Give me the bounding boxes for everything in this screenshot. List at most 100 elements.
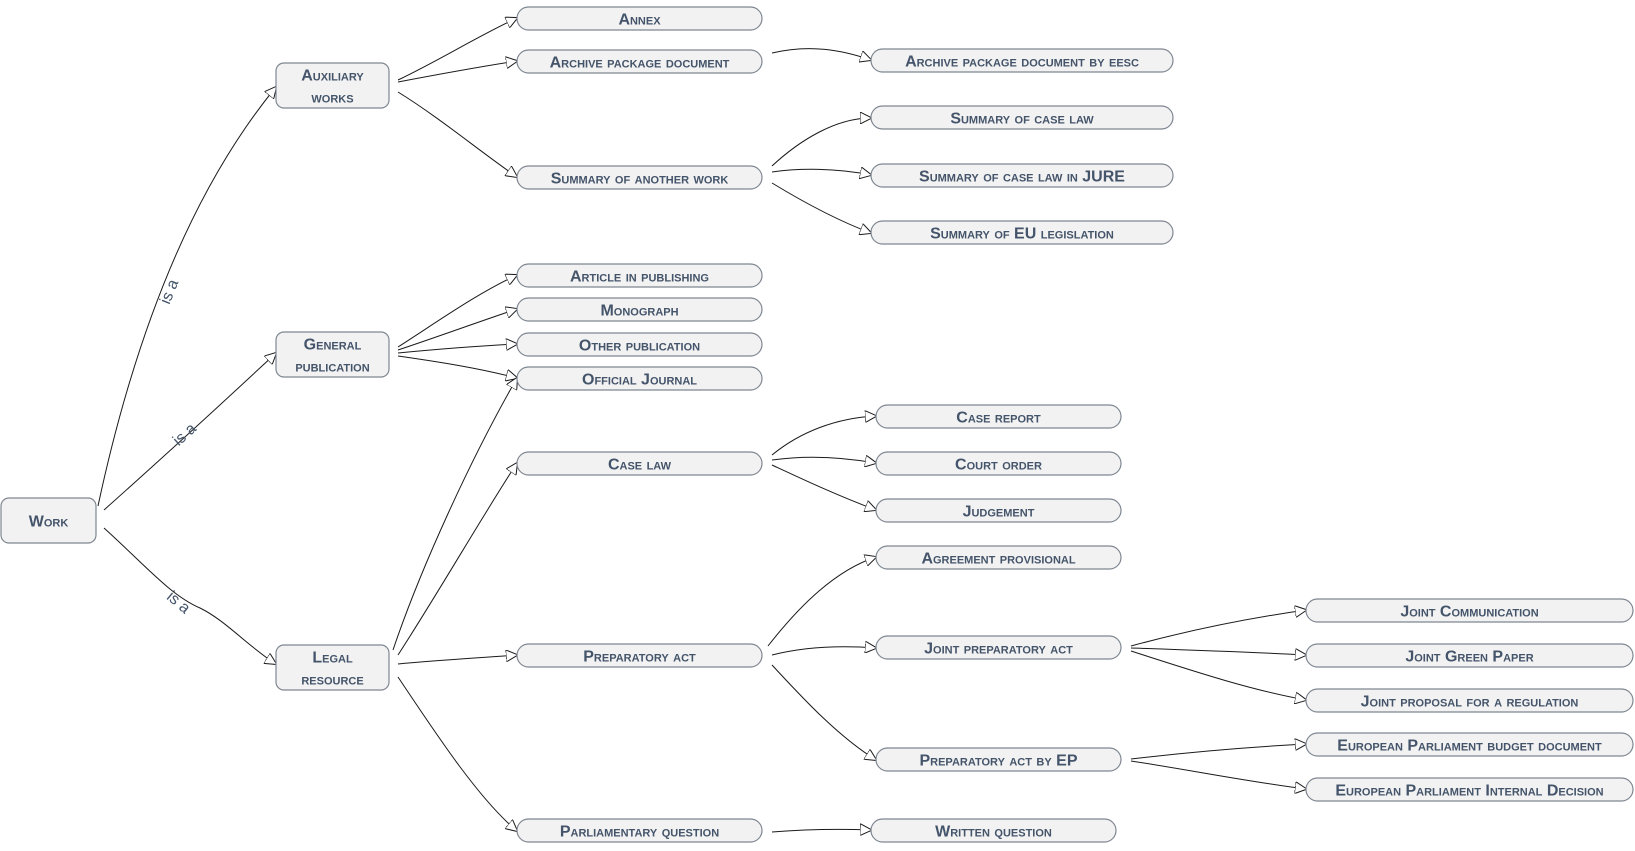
node-judgement: Judgement [875,498,1122,523]
node-label: Work [29,514,69,531]
edge-work-to-legal [103,527,276,664]
node-box [516,297,763,322]
edge-joint_prep-to-joint_green [1130,647,1306,655]
node-parl-question: Parliamentary question [516,818,763,843]
edge-label-work-to-legal: is a [163,588,193,617]
node-label: Preparatory act by EP [919,753,1077,770]
node-label: Judgement [963,504,1035,521]
edge-auxiliary-to-summary_other [397,91,517,177]
node-box [1305,598,1634,623]
edge-prep_act-to-prep_ep [771,664,876,760]
node-box [875,545,1122,570]
node-label: Article in publishing [570,269,709,286]
node-box [870,48,1174,73]
node-box [870,220,1174,245]
node-label: Annex [618,12,661,29]
node-box [516,6,763,31]
node-box [516,165,763,190]
node-box [516,263,763,288]
node-box [275,331,390,378]
edge-case_law-to-judgement [771,464,876,510]
node-ep-budget: European Parliament budget document [1305,732,1634,757]
node-label: Summary of case law [950,111,1094,128]
node-box [1305,688,1634,713]
node-other-pub: Other publication [516,332,763,357]
edge-legal-to-parl_question [397,676,517,831]
node-label: Joint Communication [1400,604,1538,621]
edge-auxiliary-to-archive [397,61,517,83]
edge-archive-to-archive_eesc [771,48,871,60]
node-label: Joint proposal for a regulation [1361,694,1579,711]
node-prep-act: Preparatory act [516,643,763,668]
node-box [875,747,1122,772]
edge-legal-to-prep_act [397,655,517,665]
node-box [870,818,1117,843]
node-article: Article in publishing [516,263,763,288]
node-box [875,498,1122,523]
node-box [275,644,390,691]
node-label: Case report [956,410,1041,427]
node-label: Preparatory act [583,649,696,666]
node-label: Summary of case law in JURE [919,169,1125,186]
node-oj: Official Journal [516,366,763,391]
node-box [516,643,763,668]
edge-general-to-oj [397,355,517,378]
edge-prep_ep-to-ep_internal [1130,760,1306,789]
node-summary-other: Summary of another work [516,165,763,190]
node-label: European Parliament budget document [1337,738,1602,755]
node-court-order: Court order [875,451,1122,476]
node-box [870,105,1174,130]
node-box [516,332,763,357]
node-box [870,163,1174,188]
edge-auxiliary-to-annex [397,18,517,81]
node-label: Joint Green Paper [1405,649,1533,666]
edge-general-to-monograph [397,309,517,351]
node-monograph: Monograph [516,297,763,322]
node-joint-proposal: Joint proposal for a regulation [1305,688,1634,713]
node-box [516,49,763,74]
node-box [875,635,1122,660]
node-box [1305,732,1634,757]
node-case-law: Case law [516,451,763,476]
node-label: Archive package document [550,55,730,72]
node-joint-prep: Joint preparatory act [875,635,1122,660]
node-written-question: Written question [870,818,1117,843]
edge-case_law-to-case_report [771,416,876,456]
node-box [0,497,97,544]
node-label: Agreement provisional [921,551,1075,568]
edge-work-to-general [103,353,276,511]
edge-summary_other-to-summary_case [771,118,871,167]
edge-prep_act-to-agreement [767,557,876,647]
node-label: Other publication [579,338,700,355]
node-label: Summary of EU legislation [930,226,1114,243]
edge-general-to-other_pub [397,344,517,354]
node-box [875,451,1122,476]
edge-general-to-article [397,275,517,348]
node-box [516,451,763,476]
node-box [275,62,390,109]
edge-summary_other-to-summary_case_jure [771,169,871,175]
edge-case_law-to-court_order [771,457,876,463]
node-label: Written question [935,824,1052,841]
node-box [516,818,763,843]
node-label: Court order [955,457,1042,474]
edge-legal-to-case_law [397,463,517,656]
edge-label-work-to-general: is a [170,420,200,449]
edge-joint_prep-to-joint_proposal [1130,650,1306,700]
node-label: Monograph [600,303,678,320]
node-label: European Parliament Internal Decision [1335,783,1603,800]
node-box [875,404,1122,429]
node-work: Work [0,497,97,544]
edge-work-to-auxiliary [97,87,276,507]
node-case-report: Case report [875,404,1122,429]
edge-label-work-to-auxiliary: is a [157,277,182,307]
node-label: Parliamentary question [560,824,719,841]
edge-joint_prep-to-joint_comm [1130,610,1306,647]
